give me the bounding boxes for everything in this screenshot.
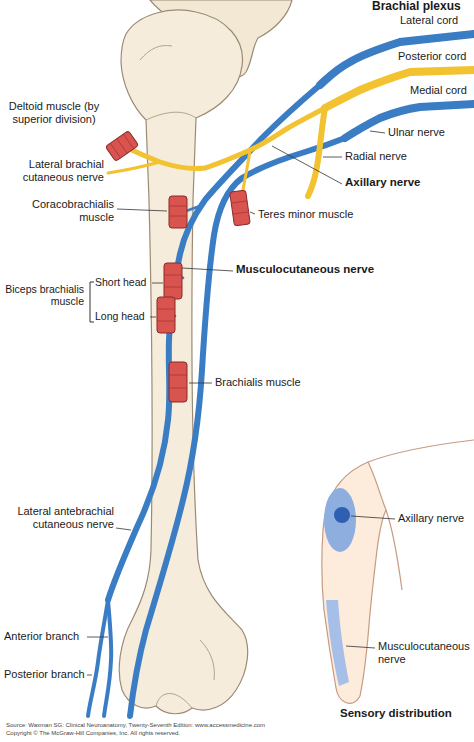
- structure-label: Posterior cord: [398, 50, 466, 63]
- leader-line: [250, 212, 255, 214]
- leader-line: [116, 528, 131, 530]
- structure-label: Radial nerve: [345, 150, 407, 163]
- structure-label: Lateral cord: [400, 14, 458, 27]
- bracket: [90, 282, 94, 322]
- arm-outline: [322, 462, 386, 703]
- structure-label: Ulnar nerve: [388, 126, 445, 139]
- leader-line: [150, 317, 156, 318]
- title-label: Brachial plexus: [372, 0, 461, 14]
- coracobrachialis-muscle: [169, 196, 187, 228]
- biceps-long-head-muscle: [157, 297, 175, 333]
- structure-label: Lateral brachial cutaneous nerve: [4, 158, 104, 183]
- source-note: Source: Waxman SG: Clinical Neuroanatomy…: [6, 722, 265, 729]
- brachialis-muscle: [169, 362, 187, 402]
- teres-minor-branch: [243, 150, 250, 190]
- medial-cord: [345, 104, 474, 138]
- structure-label: Deltoid muscle (by superior division): [4, 100, 104, 125]
- posterior-branch-nerve: [88, 600, 108, 716]
- humerus-bone: [119, 10, 247, 714]
- structure-label: Brachialis muscle: [215, 376, 301, 389]
- structure-label: Short head: [95, 276, 146, 288]
- leader-line: [152, 283, 163, 284]
- leader-line: [182, 268, 233, 271]
- posterior-cord: [325, 70, 474, 108]
- musculocutaneous-sensory-area: [326, 600, 349, 686]
- radial-nerve: [308, 108, 325, 196]
- structure-label: Musculocutaneous nerve: [236, 263, 374, 276]
- leader-line: [117, 209, 167, 211]
- structure-label: Biceps brachialis muscle: [4, 283, 84, 307]
- structure-label: Long head: [95, 310, 145, 322]
- leader-line: [87, 675, 92, 676]
- sensory-label: Musculocutaneous nerve: [378, 640, 470, 665]
- structure-label: Medial cord: [410, 84, 467, 97]
- structure-label: Lateral antebrachial cutaneous nerve: [4, 505, 114, 530]
- medial-nerve-trunk: [130, 138, 345, 716]
- structure-label: Anterior branch: [4, 630, 79, 643]
- structure-label: Coracobrachialis muscle: [4, 198, 114, 223]
- teres-minor-muscle: [230, 190, 251, 226]
- deltoid-muscle: [105, 131, 138, 162]
- leader-line: [370, 131, 385, 133]
- copyright-note: Copyright © The McGraw-Hill Companies, I…: [6, 730, 180, 737]
- leader-line: [189, 383, 212, 384]
- structure-label: Posterior branch: [4, 668, 85, 681]
- leader-line: [272, 146, 342, 184]
- torso-outline: [368, 440, 474, 590]
- leader-line: [323, 157, 342, 158]
- structure-label: Axillary nerve: [345, 176, 420, 189]
- structure-label: Teres minor muscle: [258, 208, 353, 221]
- leader-line: [346, 516, 395, 648]
- musculocutaneous-nerve: [108, 85, 320, 600]
- sensory-label: Axillary nerve: [398, 512, 464, 525]
- lateral-brachial-cutaneous-branch: [108, 162, 160, 173]
- axillary-sensory-area: [324, 488, 356, 552]
- inset-heading: Sensory distribution: [340, 707, 452, 720]
- axillary-autonomous-zone: [334, 507, 350, 523]
- biceps-short-head-muscle: [164, 263, 182, 299]
- leader-line: [87, 637, 108, 638]
